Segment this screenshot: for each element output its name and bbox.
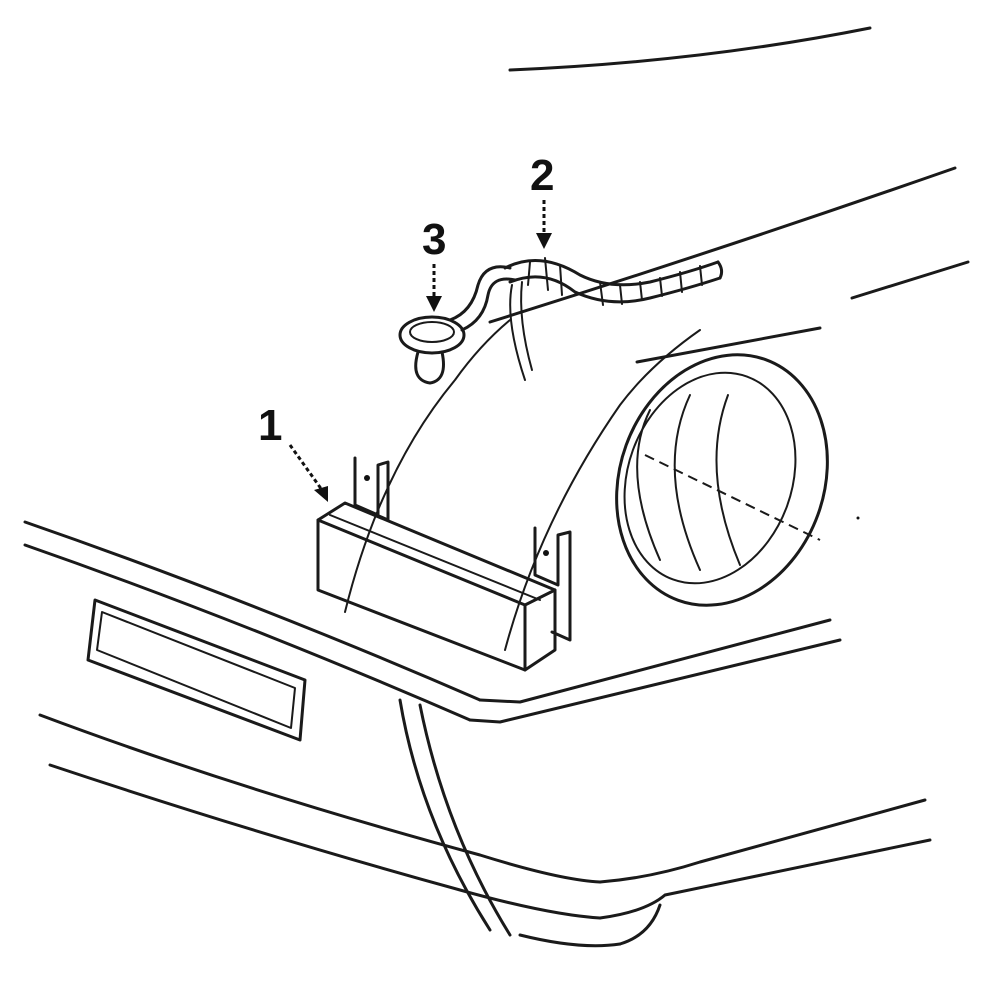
wiring-harness-part-2	[503, 257, 724, 381]
marker-lamp-part-1	[316, 456, 572, 672]
callout-2: 2	[530, 151, 554, 249]
callout-arrow-1	[288, 444, 324, 491]
callout-label-1: 1	[258, 401, 282, 450]
bulb-socket-part-3	[398, 265, 517, 385]
callout-arrowhead-1	[314, 486, 328, 502]
license-plate-recess	[86, 598, 307, 742]
headlamp-opening	[615, 353, 829, 607]
callout-arrowhead-3	[426, 296, 442, 312]
car-body	[23, 26, 970, 948]
callout-3: 3	[422, 215, 446, 312]
stray-dot	[856, 516, 860, 520]
callout-label-2: 2	[530, 151, 554, 200]
callout-arrowhead-2	[536, 233, 552, 249]
callout-1: 1	[258, 401, 328, 502]
callout-label-3: 3	[422, 215, 446, 264]
